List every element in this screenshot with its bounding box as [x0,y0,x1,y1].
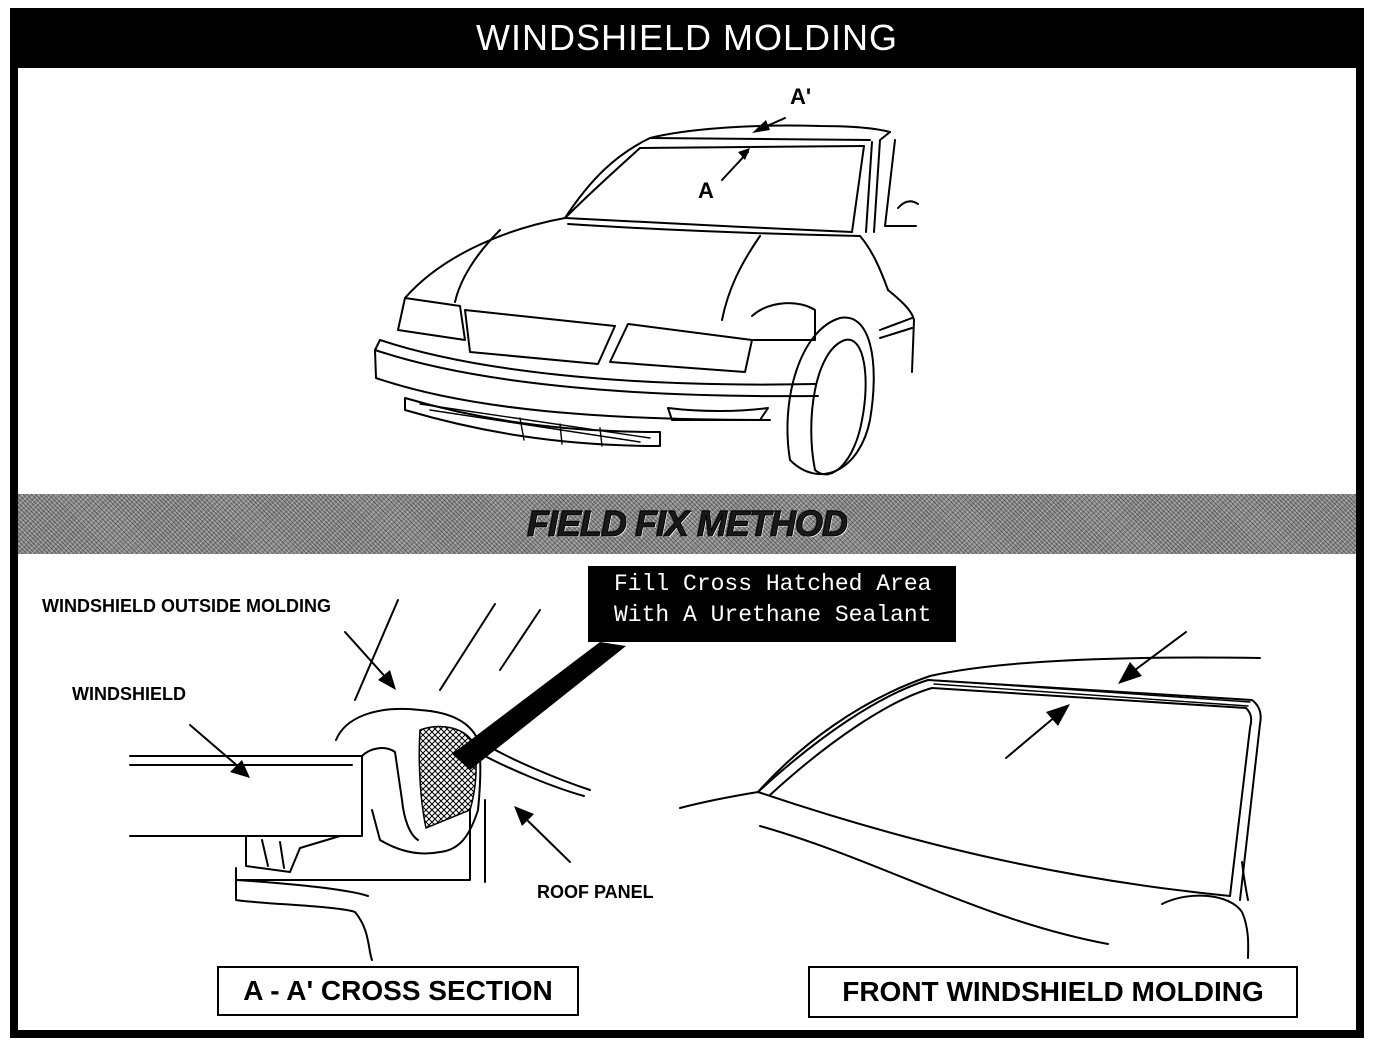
label-roof-panel: ROOF PANEL [537,882,654,902]
marker-a-prime: A' [790,84,812,109]
label-windshield: WINDSHIELD [72,684,186,704]
section-band: FIELD FIX METHOD [18,494,1356,554]
callout-line-2: With A Urethane Sealant [614,602,932,628]
page-title-text: WINDSHIELD MOLDING [475,17,899,58]
sealant-callout: Fill Cross Hatched Area With A Urethane … [588,566,956,642]
label-outside-molding: WINDSHIELD OUTSIDE MOLDING [42,596,331,616]
marker-a: A [698,178,714,203]
caption-front-molding: FRONT WINDSHIELD MOLDING [808,966,1298,1018]
cross-section-drawing [129,599,626,961]
callout-line-1: Fill Cross Hatched Area [614,571,932,597]
page-title: WINDSHIELD MOLDING [10,8,1364,68]
section-title: FIELD FIX METHOD [527,503,849,545]
car-front-view [374,117,919,476]
caption-cross-section: A - A' CROSS SECTION [217,966,579,1016]
front-windshield-drawing [679,631,1262,959]
